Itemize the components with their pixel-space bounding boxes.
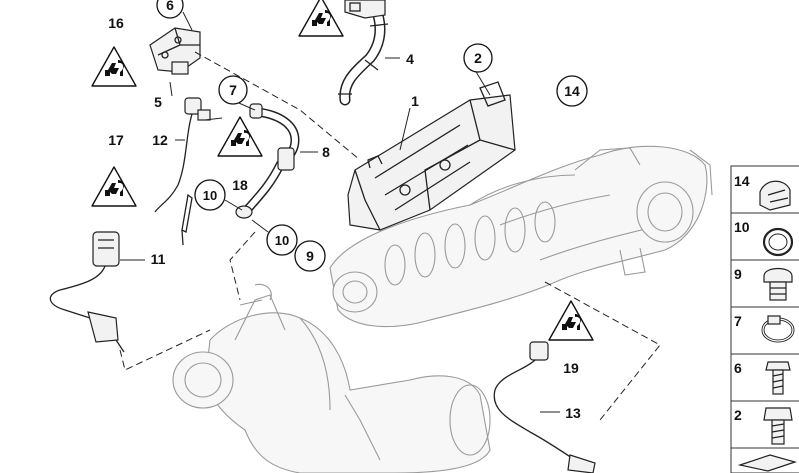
- svg-text:10: 10: [734, 219, 750, 235]
- part-4-hose[interactable]: [338, 0, 389, 106]
- legend-footer: [730, 447, 799, 473]
- small-parts-legend: 14 10 9 7: [730, 165, 799, 473]
- label-part-12: 12: [152, 132, 168, 148]
- label-part-5: 5: [154, 94, 162, 110]
- legend-row-14[interactable]: 14: [730, 165, 799, 214]
- svg-text:9: 9: [306, 248, 314, 264]
- legend-row-10[interactable]: 10: [730, 212, 799, 261]
- svg-text:6: 6: [166, 0, 174, 13]
- circled-label-part-10-upper: 10: [194, 179, 226, 211]
- circled-label-part-10-lower: 10: [266, 224, 298, 256]
- clip-icon: [759, 180, 791, 211]
- part-1-bracket[interactable]: [347, 81, 516, 231]
- svg-text:2: 2: [734, 407, 742, 423]
- warning-triangle-icon: [548, 300, 594, 341]
- part-12-temperature-sensor[interactable]: [154, 97, 211, 246]
- warning-triangle-icon: [91, 46, 137, 87]
- svg-text:14: 14: [734, 173, 750, 189]
- circled-label-part-14: 14: [556, 75, 588, 107]
- legend-row-2[interactable]: 2: [730, 400, 799, 449]
- label-part-1: 1: [411, 93, 419, 109]
- svg-text:10: 10: [275, 233, 289, 248]
- label-part-8: 8: [322, 144, 330, 160]
- label-part-4: 4: [406, 51, 414, 67]
- svg-text:14: 14: [564, 83, 580, 99]
- label-part-18: 18: [232, 177, 248, 193]
- hose-clamp-icon: [761, 315, 795, 343]
- svg-text:9: 9: [734, 266, 742, 282]
- part-8-pipe[interactable]: [235, 103, 300, 219]
- legend-row-9[interactable]: 9: [730, 259, 799, 308]
- seal-ring-icon: [762, 227, 794, 257]
- svg-text:6: 6: [734, 360, 742, 376]
- part-5-sensor[interactable]: [149, 27, 201, 75]
- label-part-16: 16: [108, 15, 124, 31]
- part-13-exhaust-sensor[interactable]: [493, 341, 596, 473]
- screw-icon: [765, 361, 791, 395]
- intake-manifold-assembly: [329, 145, 713, 328]
- part-11-lambda-sensor[interactable]: [49, 231, 125, 353]
- label-part-13: 13: [565, 405, 581, 421]
- svg-text:7: 7: [734, 313, 742, 329]
- plug-screw-icon: [763, 267, 793, 301]
- legend-row-7[interactable]: 7: [730, 306, 799, 355]
- warning-triangle-icon: [91, 166, 137, 207]
- warning-triangle-icon: [298, 0, 344, 37]
- circled-label-part-7: 7: [218, 75, 248, 105]
- label-part-11: 11: [151, 251, 166, 267]
- circled-label-part-9: 9: [294, 240, 326, 272]
- svg-text:7: 7: [229, 82, 237, 98]
- svg-text:2: 2: [474, 50, 482, 66]
- warning-triangle-icon: [217, 116, 263, 157]
- exhaust-converter-assembly: [172, 283, 491, 473]
- assembly-lines: [119, 51, 661, 421]
- label-part-17: 17: [108, 132, 124, 148]
- svg-text:10: 10: [203, 188, 217, 203]
- bolt-icon: [763, 407, 793, 445]
- legend-row-6[interactable]: 6: [730, 353, 799, 402]
- label-part-19: 19: [563, 360, 579, 376]
- circled-label-part-2: 2: [463, 43, 493, 73]
- circled-label-part-6: 6: [156, 0, 184, 19]
